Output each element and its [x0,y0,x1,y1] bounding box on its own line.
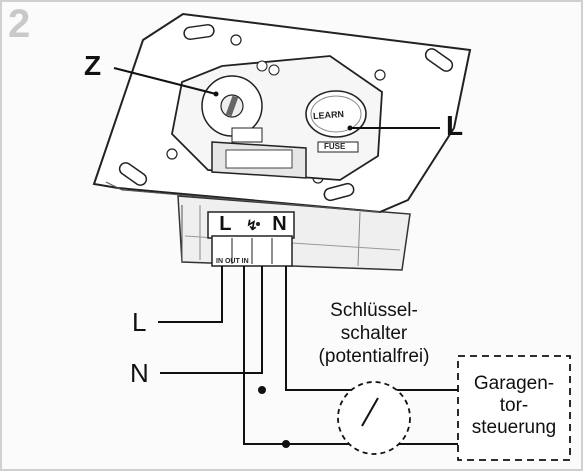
dial-label: Z [84,50,102,81]
garage-control-caption: Garagen- tor- steuerung [458,373,570,439]
terminal-block [207,211,295,267]
line-label: L [132,307,147,337]
junction-dot-upper [258,386,266,394]
garage-control-box [457,355,571,461]
key-switch-symbol [337,381,411,455]
terminal-l-label: L [219,213,232,235]
junction-dot-lower [282,440,290,448]
time-dial[interactable] [201,75,263,137]
learn-indicator-label: L [446,110,464,141]
module-socket [211,127,307,179]
key-switch-line-3: (potentialfrei) [318,346,430,367]
learn-button[interactable] [305,90,367,138]
wire-in [285,266,458,391]
key-switch-line-1: Schlüssel- [330,300,418,321]
key-switch-line-2: schalter [340,323,408,344]
wire-neutral-n [160,266,263,374]
neutral-label: N [130,358,149,388]
fuse-text: FUSE [324,142,346,151]
terminal-bottom-labels: IN OUT IN [216,258,249,265]
terminal-symbol-label: ↯ [246,217,258,233]
fuse-label-box [317,141,359,153]
terminal-top-labels: L ↯ N [212,213,294,237]
wire-line-l [158,266,223,323]
garage-control-line-3: steuerung [471,417,557,438]
learn-button-text: LEARN [312,108,345,122]
garage-control-line-2: tor- [499,395,529,416]
terminal-n-label: N [272,213,287,235]
key-switch-caption: Schlüssel- schalter (potentialfrei) [298,299,450,368]
step-number: 2 [8,2,31,46]
dial-leader-line [113,67,217,95]
garage-control-line-1: Garagen- [473,373,555,394]
